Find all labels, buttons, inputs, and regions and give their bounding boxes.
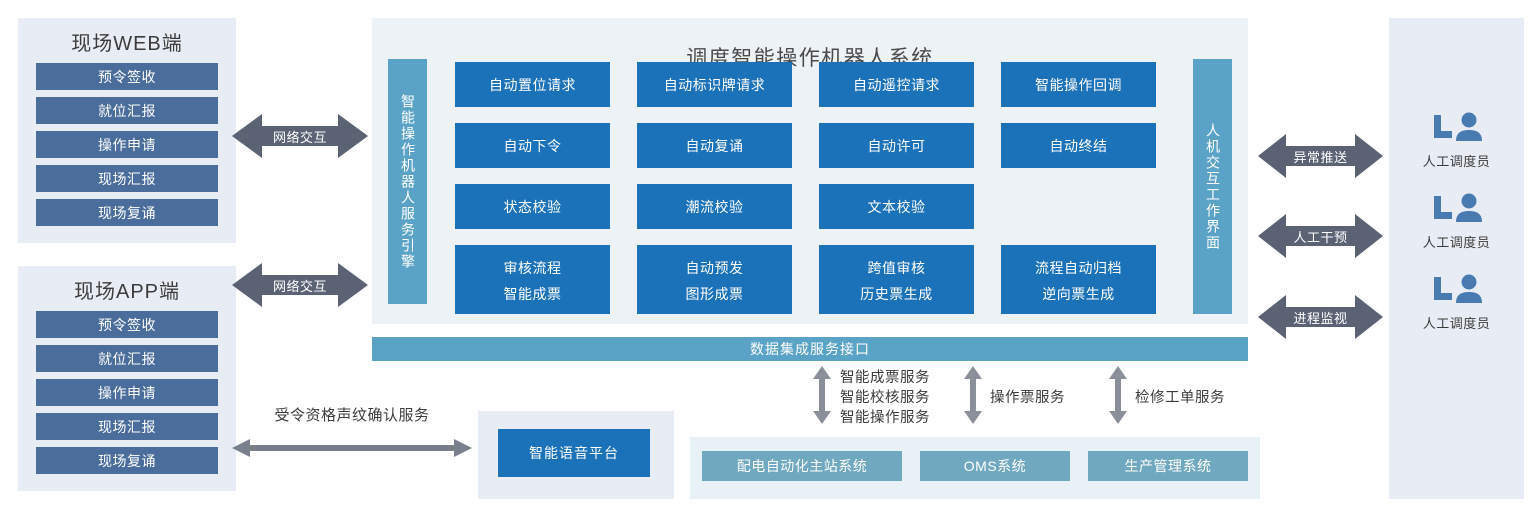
app-item-2[interactable]: 操作申请 bbox=[36, 379, 218, 406]
service-arrow-1 bbox=[963, 366, 983, 429]
fn-cell-r2c1[interactable]: 潮流校验 bbox=[637, 184, 792, 229]
right-arrow-exception-label: 异常推送 bbox=[1293, 149, 1348, 165]
web-item-3[interactable]: 现场汇报 bbox=[36, 165, 218, 192]
service-label-2: 检修工单服务 bbox=[1135, 388, 1225, 408]
operator-desk-icon bbox=[1433, 112, 1482, 141]
fn-cell-r1c0[interactable]: 自动下令 bbox=[455, 123, 610, 168]
fn-cell-r2c2[interactable]: 文本校验 bbox=[819, 184, 974, 229]
data-integration-bar: 数据集成服务接口 bbox=[372, 337, 1248, 361]
right-arrow-monitor: 进程监视 bbox=[1258, 292, 1383, 342]
operator-2-name: 人工调度员 bbox=[1422, 316, 1491, 331]
network-arrow-web: 网络交互 bbox=[232, 110, 368, 162]
service-label-2-line-0: 检修工单服务 bbox=[1135, 390, 1225, 406]
system-box-2[interactable]: 生产管理系统 bbox=[1088, 451, 1248, 481]
voice-arrow bbox=[232, 437, 472, 459]
client-panel-app: 现场APP端 预令签收 就位汇报 操作申请 现场汇报 现场复诵 bbox=[18, 266, 236, 491]
robot-system-panel: 调度智能操作机器人系统 智能操作机器人服务引擎 人机交互工作界面 自动置位请求 … bbox=[372, 18, 1248, 324]
service-label-1-line-0: 操作票服务 bbox=[990, 390, 1065, 406]
voice-platform-box[interactable]: 智能语音平台 bbox=[498, 429, 650, 477]
operator-0-name: 人工调度员 bbox=[1422, 154, 1491, 169]
service-arrow-0 bbox=[812, 366, 832, 429]
service-label-0-line-2: 智能操作服务 bbox=[840, 410, 930, 426]
operator-1-name: 人工调度员 bbox=[1422, 235, 1491, 250]
fn-cell-r1c2[interactable]: 自动许可 bbox=[819, 123, 974, 168]
operator-2: 人工调度员 bbox=[1389, 273, 1524, 332]
fn-cell-r0c2[interactable]: 自动遥控请求 bbox=[819, 62, 974, 107]
fn-cell-r1c1[interactable]: 自动复诵 bbox=[637, 123, 792, 168]
hmi-interface-bar: 人机交互工作界面 bbox=[1193, 59, 1232, 314]
hmi-interface-bar-label: 人机交互工作界面 bbox=[1205, 122, 1221, 251]
service-engine-bar-label: 智能操作机器人服务引擎 bbox=[400, 93, 416, 270]
web-item-0[interactable]: 预令签收 bbox=[36, 63, 218, 90]
fn-cell-r2c0[interactable]: 状态校验 bbox=[455, 184, 610, 229]
service-arrow-2 bbox=[1108, 366, 1128, 429]
client-panel-app-title: 现场APP端 bbox=[73, 281, 181, 303]
fn-cell-r0c3[interactable]: 智能操作回调 bbox=[1001, 62, 1156, 107]
operator-desk-icon bbox=[1433, 193, 1482, 222]
app-item-1[interactable]: 就位汇报 bbox=[36, 345, 218, 372]
vertical-double-arrow-icon bbox=[964, 366, 982, 424]
service-label-0: 智能成票服务 智能校核服务 智能操作服务 bbox=[840, 368, 930, 428]
web-item-4[interactable]: 现场复诵 bbox=[36, 199, 218, 226]
client-panel-web: 现场WEB端 预令签收 就位汇报 操作申请 现场汇报 现场复诵 bbox=[18, 18, 236, 243]
service-label-0-line-0: 智能成票服务 bbox=[840, 370, 930, 386]
network-arrow-web-label: 网络交互 bbox=[272, 129, 327, 145]
double-arrow-icon bbox=[1258, 295, 1383, 339]
fn-cell-r0c1[interactable]: 自动标识牌请求 bbox=[637, 62, 792, 107]
app-item-4[interactable]: 现场复诵 bbox=[36, 447, 218, 474]
service-label-0-line-1: 智能校核服务 bbox=[840, 390, 930, 406]
operator-1: 人工调度员 bbox=[1389, 192, 1524, 251]
fn-cell-r4c0[interactable]: 智能成票 bbox=[455, 274, 610, 314]
web-item-2[interactable]: 操作申请 bbox=[36, 131, 218, 158]
right-arrow-monitor-label: 进程监视 bbox=[1293, 310, 1348, 326]
app-item-3[interactable]: 现场汇报 bbox=[36, 413, 218, 440]
network-arrow-app: 网络交互 bbox=[232, 259, 368, 311]
fn-cell-r4c2[interactable]: 历史票生成 bbox=[819, 274, 974, 314]
vertical-double-arrow-icon bbox=[813, 366, 831, 424]
right-arrow-exception: 异常推送 bbox=[1258, 131, 1383, 181]
client-panel-web-title: 现场WEB端 bbox=[71, 33, 183, 55]
operator-0: 人工调度员 bbox=[1389, 111, 1524, 170]
right-arrow-intervention-label: 人工干预 bbox=[1293, 229, 1348, 245]
fn-cell-r4c1[interactable]: 图形成票 bbox=[637, 274, 792, 314]
double-arrow-icon bbox=[1258, 134, 1383, 178]
double-arrow-icon bbox=[1258, 214, 1383, 258]
service-label-1: 操作票服务 bbox=[990, 388, 1065, 408]
double-arrow-icon bbox=[232, 114, 368, 158]
fn-cell-r0c0[interactable]: 自动置位请求 bbox=[455, 62, 610, 107]
service-engine-bar: 智能操作机器人服务引擎 bbox=[388, 59, 427, 304]
web-item-1[interactable]: 就位汇报 bbox=[36, 97, 218, 124]
system-box-1[interactable]: OMS系统 bbox=[920, 451, 1070, 481]
right-arrow-intervention: 人工干预 bbox=[1258, 211, 1383, 261]
voice-arrow-label: 受令资格声纹确认服务 bbox=[274, 407, 430, 424]
system-box-0[interactable]: 配电自动化主站系统 bbox=[702, 451, 902, 481]
vertical-double-arrow-icon bbox=[1109, 366, 1127, 424]
double-arrow-icon bbox=[232, 263, 368, 307]
network-arrow-app-label: 网络交互 bbox=[272, 278, 327, 294]
fn-cell-r4c3[interactable]: 逆向票生成 bbox=[1001, 274, 1156, 314]
app-item-0[interactable]: 预令签收 bbox=[36, 311, 218, 338]
operators-panel: 人工调度员 人工调度员 人工调度员 bbox=[1389, 18, 1524, 499]
fn-cell-r1c3[interactable]: 自动终结 bbox=[1001, 123, 1156, 168]
bottom-systems-panel: 配电自动化主站系统 OMS系统 生产管理系统 bbox=[690, 437, 1260, 499]
operator-desk-icon bbox=[1433, 274, 1482, 303]
thin-double-arrow-icon bbox=[232, 439, 472, 457]
